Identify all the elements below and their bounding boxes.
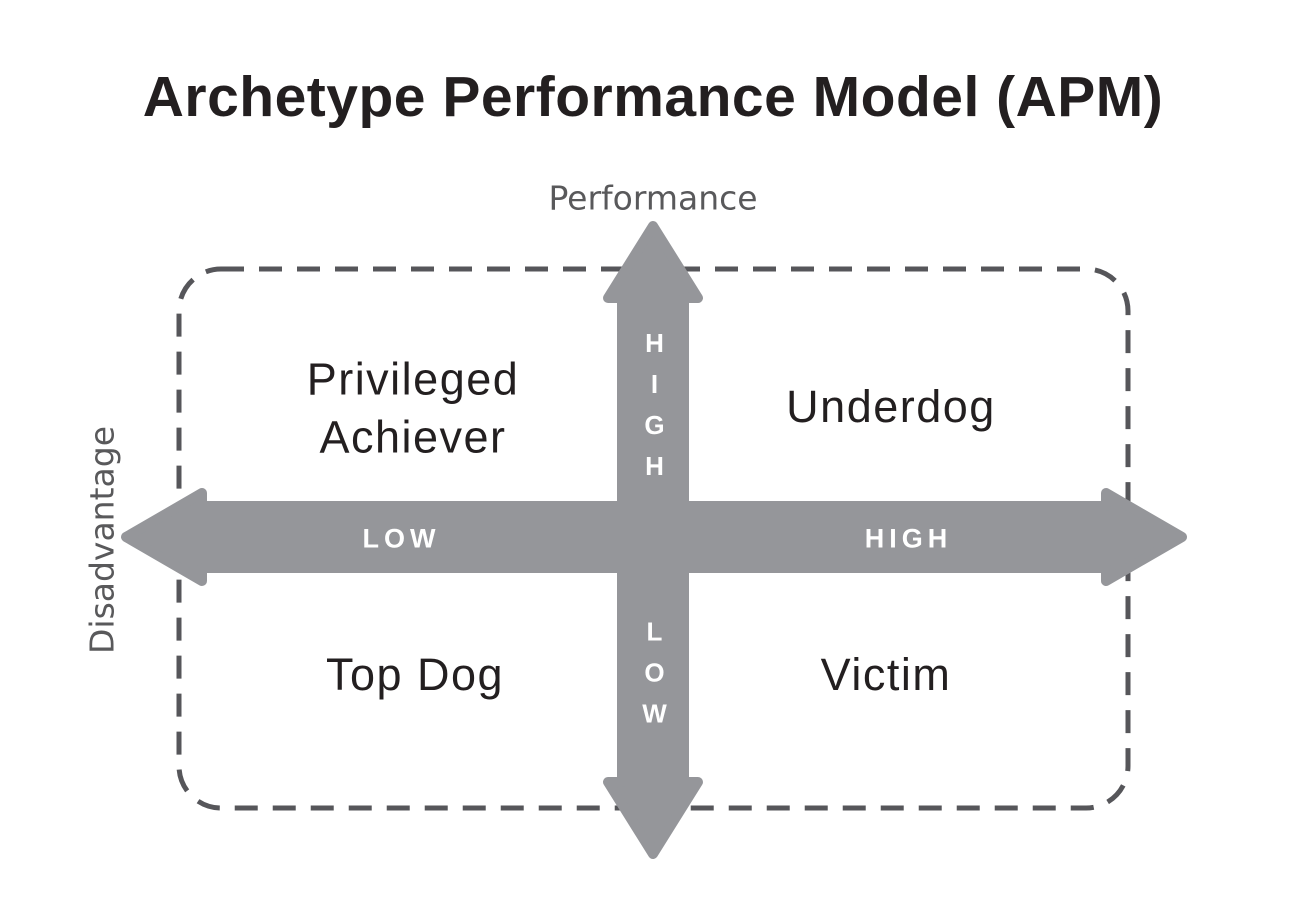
- horizontal-axis-arrow: [121, 488, 1187, 586]
- vertical-axis-high-label: HIGH: [639, 328, 670, 492]
- quadrant-label-underdog: Underdog: [786, 381, 996, 433]
- horizontal-axis-low-label: LOW: [362, 523, 441, 554]
- quadrant-label-privileged-achiever: Privileged Achiever: [306, 353, 520, 462]
- quadrant-label-top-dog: Top Dog: [325, 649, 505, 701]
- quadrant-label-victim: Victim: [820, 649, 952, 701]
- diagram-title: Archetype Performance Model (APM): [142, 65, 1164, 129]
- vertical-axis-title: Performance: [548, 178, 758, 218]
- horizontal-axis-high-label: HIGH: [864, 523, 953, 554]
- vertical-axis-low-label: LOW: [639, 616, 670, 740]
